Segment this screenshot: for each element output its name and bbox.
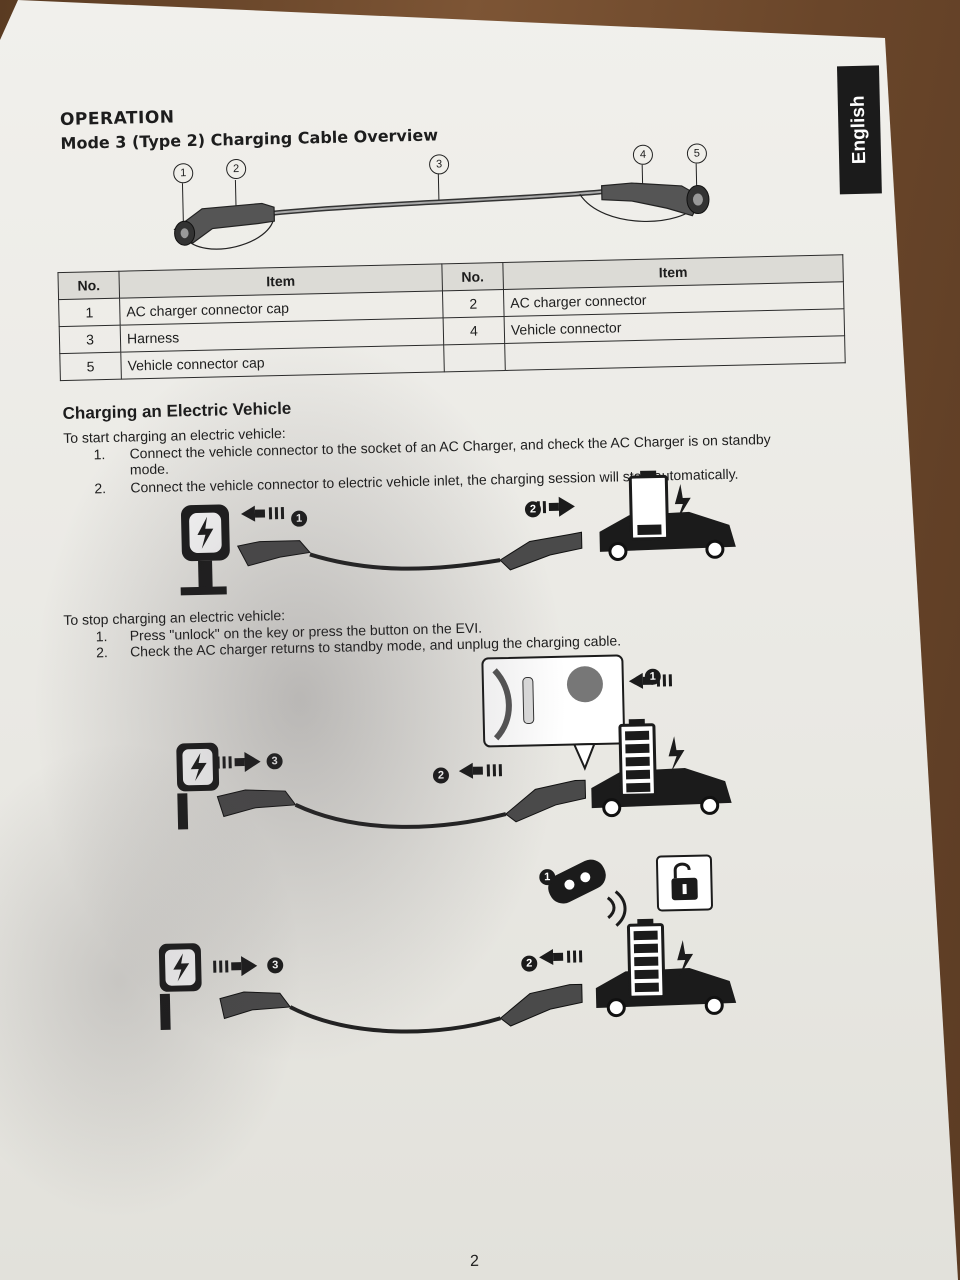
start-step-1-number: 1.	[93, 446, 106, 463]
charger-bolt-icon	[197, 516, 214, 549]
cell-no: 4	[443, 316, 505, 345]
stop-charging-key-illustration	[158, 854, 737, 1034]
start-charging-illustration	[180, 470, 736, 596]
stop-charging-button-illustration	[176, 654, 732, 830]
stop-step-2-number: 2.	[95, 644, 108, 661]
component-table: No. Item No. Item 1 AC charger connector…	[57, 254, 846, 381]
cell-no: 5	[59, 352, 122, 381]
lightning-icon	[674, 484, 691, 521]
charging-heading: Charging an Electric Vehicle	[62, 398, 292, 424]
header-no-left: No.	[57, 271, 120, 300]
header-no-right: No.	[441, 262, 504, 291]
cell-no: 2	[442, 289, 505, 318]
cell-no: 3	[59, 325, 121, 354]
page-number: 2	[469, 1252, 480, 1270]
cell-no	[443, 343, 506, 372]
start-step-1-continued: mode.	[129, 460, 170, 478]
cable-overview-title: Mode 3 (Type 2) Charging Cable Overview	[60, 125, 439, 153]
charging-cable-diagram	[173, 163, 710, 250]
key-fob-icon	[548, 859, 606, 904]
ac-charger-connector-icon	[173, 202, 275, 244]
cell-no: 1	[58, 298, 121, 327]
vehicle-connector-icon	[601, 182, 703, 217]
section-title: OPERATION	[59, 107, 175, 130]
start-step-2-number: 2.	[94, 480, 107, 497]
stop-step-1-number: 1.	[95, 628, 108, 645]
